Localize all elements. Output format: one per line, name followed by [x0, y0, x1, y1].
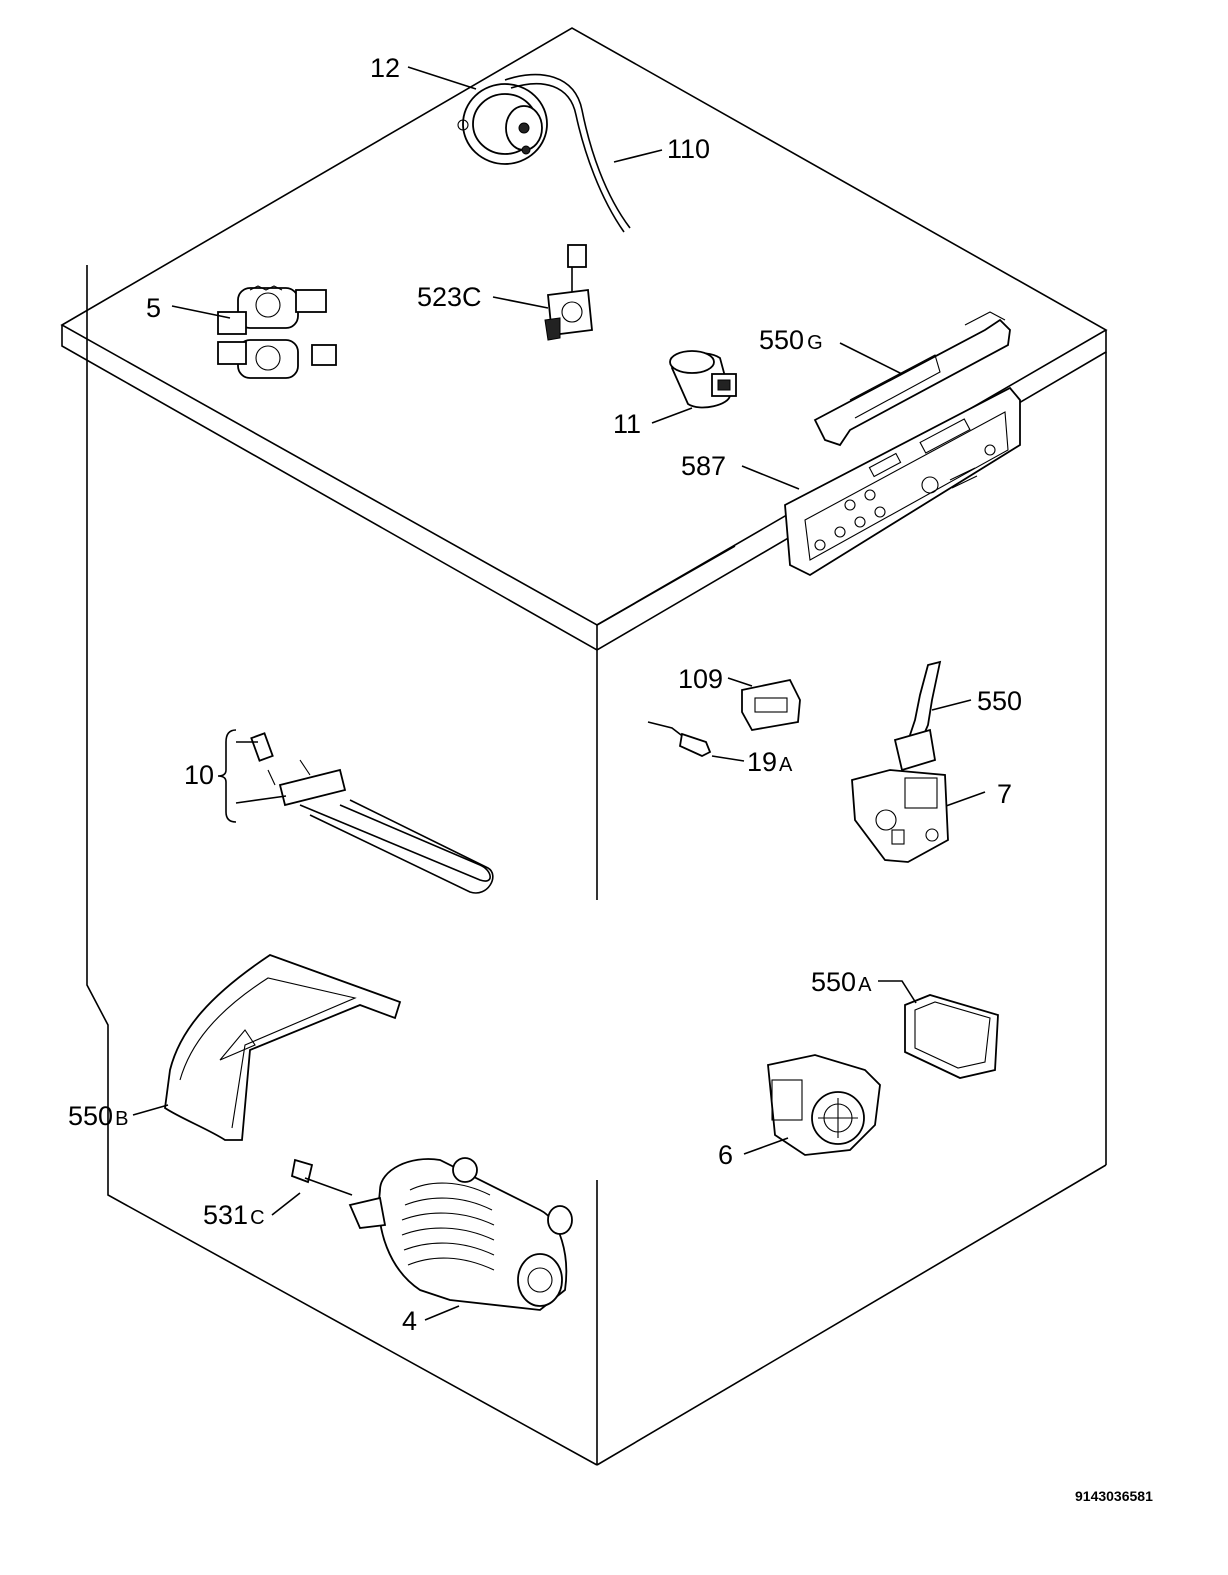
label-5: 5 [146, 293, 161, 323]
label-7: 7 [997, 779, 1012, 809]
thermistor-icon [647, 721, 712, 757]
label-10: 10 [184, 760, 214, 790]
capacitor-icon [669, 350, 737, 409]
hose-icon [504, 73, 631, 233]
circuit-board-icon [784, 386, 1021, 577]
inlet-valve-icon [217, 285, 337, 379]
heating-element-icon [250, 732, 494, 894]
label-12: 12 [370, 53, 400, 83]
drain-pump-icon [767, 1054, 881, 1156]
bracket-icon [813, 311, 1011, 447]
label-11: 11 [613, 409, 641, 439]
screw-icon [290, 1158, 353, 1196]
label-110: 110 [667, 134, 710, 164]
label-109: 109 [678, 664, 723, 694]
label-550: 550 [977, 686, 1022, 716]
label-6: 6 [718, 1140, 733, 1170]
label-523c: 523C [417, 282, 482, 312]
pressure-switch-icon [457, 83, 548, 165]
label-4: 4 [402, 1306, 417, 1336]
reference-number: 9143036581 [1075, 1488, 1153, 1504]
lever-icon [893, 660, 942, 772]
cover-icon [904, 994, 999, 1079]
cover-icon [164, 953, 402, 1141]
label-587: 587 [681, 451, 726, 481]
leader-lines [132, 66, 986, 1321]
sensor-icon [544, 244, 593, 341]
motor-icon [348, 1157, 573, 1311]
clip-icon [741, 678, 801, 731]
door-lock-icon [851, 769, 949, 863]
cabinet-outline [60, 27, 1108, 1466]
